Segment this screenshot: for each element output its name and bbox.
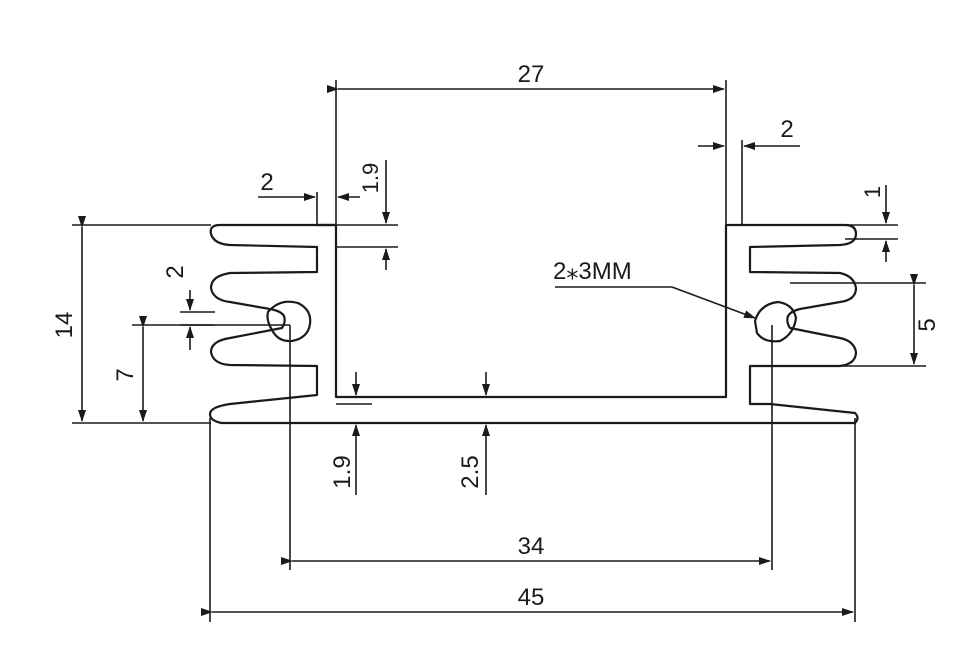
- dim-total-height: 14: [51, 312, 78, 339]
- dim-fin-gap-left: 2: [260, 169, 273, 196]
- dim-hole-height: 7: [112, 368, 139, 381]
- dim-total-width: 45: [518, 584, 545, 611]
- dim-fin-space: 2: [162, 265, 189, 278]
- dim-fin-pitch: 5: [914, 318, 941, 331]
- dim-wall-left: 1.9: [358, 163, 383, 194]
- profile-outline: [208, 223, 859, 425]
- dim-inner-width: 27: [518, 61, 545, 88]
- dimension-labels: 27 2 2 1.9 1 2⁎3MM 5 2 14 7 1.9 2.5 34 4…: [51, 61, 941, 611]
- dim-fin-tip: 1: [860, 186, 885, 198]
- dimension-lines: [72, 80, 926, 622]
- dim-hole-note: 2⁎3MM: [553, 258, 632, 285]
- dim-wall-right: 2: [780, 116, 793, 143]
- left-hole: [266, 300, 312, 343]
- dim-hole-spacing: 34: [518, 533, 545, 560]
- right-hole: [753, 300, 798, 343]
- dim-base-thickness: 2.5: [457, 455, 484, 488]
- dim-base-step: 1.9: [329, 455, 356, 488]
- left-fin-block: [208, 223, 859, 425]
